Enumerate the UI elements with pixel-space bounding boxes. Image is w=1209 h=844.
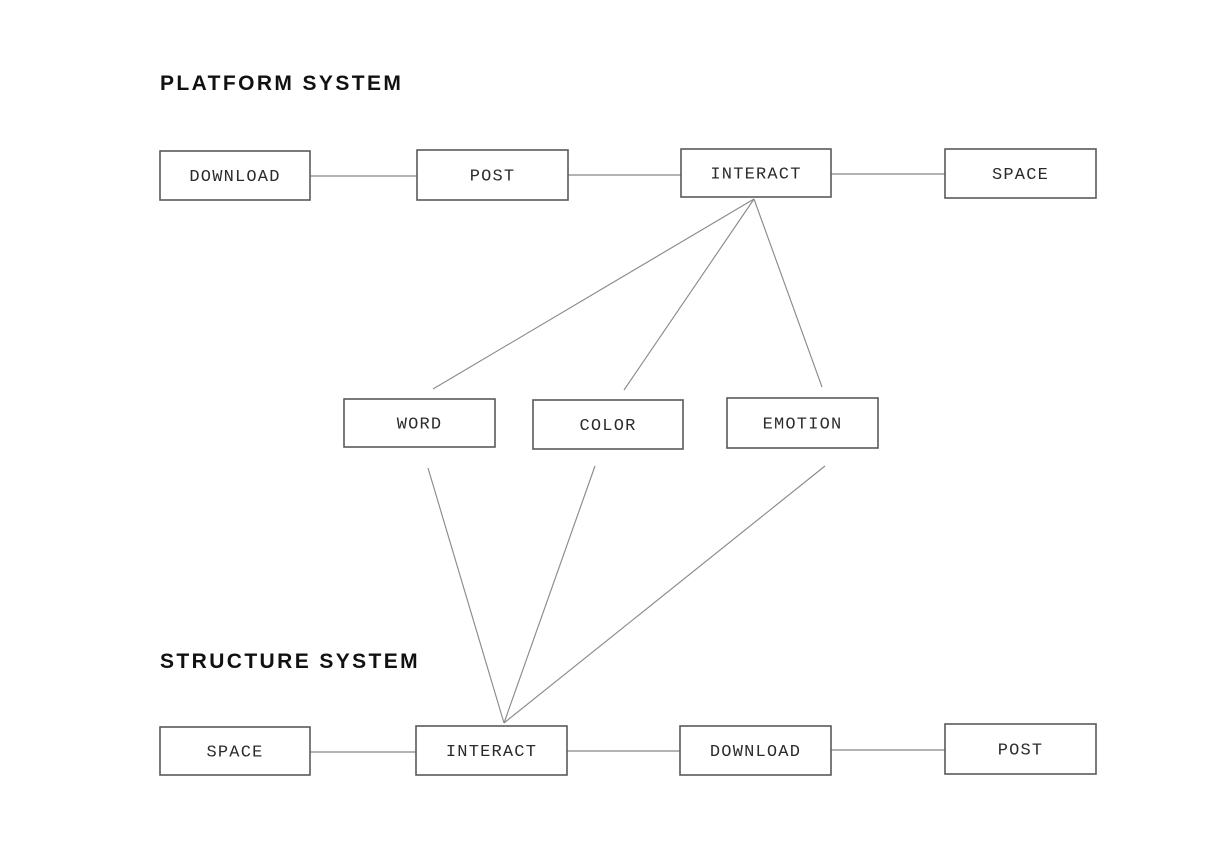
fan-line — [432, 198, 755, 390]
node-box[interactable] — [415, 725, 568, 776]
fan-line — [503, 465, 596, 724]
node-box[interactable] — [416, 149, 569, 201]
section-titles-layer: PLATFORM SYSTEM STRUCTURE SYSTEM — [160, 72, 420, 673]
node-box[interactable] — [679, 725, 832, 776]
node-structure-post[interactable]: POST — [944, 723, 1097, 775]
node-box[interactable] — [680, 148, 832, 198]
node-box[interactable] — [159, 150, 311, 201]
fan-line — [753, 198, 823, 388]
node-label: SPACE — [206, 743, 263, 762]
node-attribute-color[interactable]: COLOR — [532, 399, 684, 450]
node-label: INTERACT — [710, 165, 801, 184]
node-platform-download[interactable]: DOWNLOAD — [159, 150, 311, 201]
node-attribute-word[interactable]: WORD — [343, 398, 496, 448]
node-label: EMOTION — [763, 415, 843, 434]
node-label: COLOR — [579, 417, 636, 436]
fan-lines-layer — [427, 198, 826, 724]
node-label: SPACE — [992, 166, 1049, 185]
node-box[interactable] — [726, 397, 879, 449]
node-boxes-layer: DOWNLOAD POST INTERACT SPACE WORD COLOR EMOTIO… — [159, 148, 1097, 776]
node-structure-download[interactable]: DOWNLOAD — [679, 725, 832, 776]
platform-system-title: PLATFORM SYSTEM — [160, 72, 403, 95]
node-label: POST — [998, 741, 1044, 760]
node-box[interactable] — [343, 398, 496, 448]
node-box[interactable] — [944, 148, 1097, 199]
node-box[interactable] — [532, 399, 684, 450]
node-structure-space[interactable]: SPACE — [159, 726, 311, 776]
fan-line — [427, 467, 505, 724]
node-label: DOWNLOAD — [710, 743, 801, 762]
node-label: INTERACT — [446, 743, 537, 762]
node-structure-interact[interactable]: INTERACT — [415, 725, 568, 776]
node-attribute-emotion[interactable]: EMOTION — [726, 397, 879, 449]
node-label: DOWNLOAD — [189, 168, 280, 187]
connector-lines-layer — [310, 173, 945, 753]
fan-line — [503, 465, 826, 724]
node-box[interactable] — [159, 726, 311, 776]
structure-system-title: STRUCTURE SYSTEM — [160, 650, 420, 673]
node-platform-interact[interactable]: INTERACT — [680, 148, 832, 198]
node-platform-post[interactable]: POST — [416, 149, 569, 201]
node-label: POST — [470, 167, 516, 186]
fan-line — [623, 198, 755, 391]
node-platform-space[interactable]: SPACE — [944, 148, 1097, 199]
node-label: WORD — [397, 415, 443, 434]
node-box[interactable] — [944, 723, 1097, 775]
